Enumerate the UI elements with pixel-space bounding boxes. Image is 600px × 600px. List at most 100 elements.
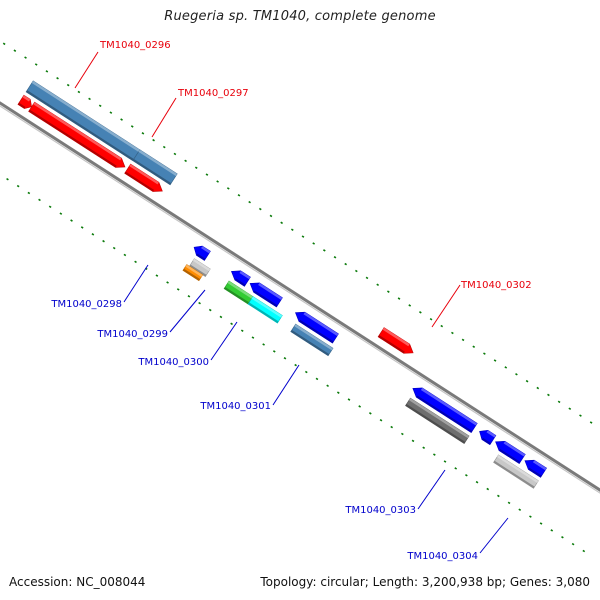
feature-shadow <box>528 467 542 478</box>
feature-darkgray-reverse-1[interactable] <box>405 397 470 444</box>
feature-highlight <box>532 460 547 471</box>
minor-tick <box>301 235 305 238</box>
feature-green-reverse-1[interactable] <box>223 280 254 305</box>
feature-orange-reverse-1[interactable] <box>182 264 204 282</box>
gene-label-tm1040_0299[interactable]: TM1040_0299 <box>96 289 206 340</box>
minor-tick <box>354 269 358 273</box>
minor-tick <box>216 180 219 183</box>
feature-highlight <box>258 282 283 300</box>
feature-shadow <box>416 395 473 433</box>
feature-blue-reverse-5[interactable] <box>412 387 478 434</box>
minor-tick <box>536 386 540 390</box>
feature-shadow <box>248 302 279 324</box>
minor-tick <box>112 246 116 250</box>
minor-tick <box>422 446 426 450</box>
feature-shadow <box>196 253 206 261</box>
backbone-line <box>0 101 600 492</box>
minor-tick <box>34 63 38 66</box>
minor-tick <box>162 145 166 149</box>
gene-label-tm1040_0300[interactable]: TM1040_0300 <box>137 321 238 368</box>
minor-tick <box>184 159 187 163</box>
minor-tick <box>38 198 41 202</box>
minor-tick <box>493 359 497 362</box>
gene-label-tm1040_0298[interactable]: TM1040_0298 <box>50 264 149 310</box>
minor-tick <box>280 221 284 225</box>
minor-tick <box>333 255 337 259</box>
feature-highlight <box>303 312 339 336</box>
feature-gray-reverse-1[interactable] <box>188 258 211 277</box>
feature-blue-reverse-2[interactable] <box>231 270 251 287</box>
gene-label-text[interactable]: TM1040_0298 <box>50 299 122 310</box>
minor-tick <box>219 315 223 319</box>
gene-label-tm1040_0301[interactable]: TM1040_0301 <box>199 364 300 412</box>
minor-tick <box>294 363 297 367</box>
feature-blue-reverse-8[interactable] <box>524 459 547 478</box>
minor-tick <box>24 56 27 59</box>
feature-highlight <box>409 398 470 439</box>
minor-tick <box>429 317 433 321</box>
feature-highlight <box>31 80 140 152</box>
feature-steelblue-forward-2[interactable] <box>132 149 178 186</box>
minor-tick <box>344 262 348 266</box>
gene-label-text[interactable]: TM1040_0297 <box>177 88 249 99</box>
gene-label-text[interactable]: TM1040_0303 <box>344 505 416 516</box>
leader-line <box>123 264 149 303</box>
feature-highlight <box>486 430 496 438</box>
gene-label-text[interactable]: TM1040_0302 <box>460 280 532 291</box>
minor-tick <box>208 308 212 312</box>
feature-highlight <box>138 149 178 176</box>
feature-shadow <box>26 90 134 161</box>
feature-blue-reverse-4[interactable] <box>295 311 339 344</box>
gene-label-tm1040_0296[interactable]: TM1040_0296 <box>74 40 171 89</box>
minor-tick <box>336 391 340 394</box>
gene-label-text[interactable]: TM1040_0299 <box>96 329 168 340</box>
feature-steelblue-reverse-1[interactable] <box>290 323 334 357</box>
feature-red-forward-2[interactable] <box>28 101 126 168</box>
minor-tick <box>66 83 70 87</box>
feature-blue-reverse-3[interactable] <box>249 282 283 308</box>
leader-line <box>272 364 300 406</box>
feature-blue-reverse-6[interactable] <box>479 429 497 446</box>
gene-label-text[interactable]: TM1040_0304 <box>406 551 478 562</box>
feature-blue-reverse-7[interactable] <box>495 440 526 465</box>
minor-tick <box>529 515 532 518</box>
feature-red-forward-1[interactable] <box>17 94 32 109</box>
gene-label-tm1040_0304[interactable]: TM1040_0304 <box>406 517 509 562</box>
feature-cyan-reverse-1[interactable] <box>247 296 283 324</box>
gene-label-tm1040_0303[interactable]: TM1040_0303 <box>344 469 446 516</box>
minor-tick <box>486 487 490 491</box>
feature-red-forward-3[interactable] <box>124 163 163 192</box>
gene-label-text[interactable]: TM1040_0301 <box>199 401 271 412</box>
minor-tick <box>400 432 404 436</box>
minor-tick <box>88 97 91 101</box>
leader-line <box>151 97 177 138</box>
minor-tick <box>109 111 113 114</box>
minor-tick <box>173 152 177 156</box>
feature-lightgray-reverse-1[interactable] <box>493 454 539 489</box>
feature-highlight <box>251 296 283 318</box>
feature-shadow <box>481 437 492 445</box>
feature-shadow <box>17 102 26 109</box>
minor-tick <box>454 467 458 470</box>
gene-label-tm1040_0302[interactable]: TM1040_0302 <box>431 280 532 328</box>
minor-tick <box>155 274 159 277</box>
minor-tick <box>518 508 522 511</box>
leader-line <box>417 469 446 510</box>
gene-label-tm1040_0297[interactable]: TM1040_0297 <box>151 88 249 138</box>
minor-tick <box>390 425 394 429</box>
minor-tick <box>2 42 6 46</box>
gene-label-text[interactable]: TM1040_0300 <box>137 357 209 368</box>
minor-tick <box>497 494 500 498</box>
feature-red-forward-4[interactable] <box>377 327 414 354</box>
feature-shadow <box>253 290 278 307</box>
minor-tick <box>465 474 468 477</box>
minor-tick <box>240 329 244 332</box>
genome-stats-text: Topology: circular; Length: 3,200,938 bp… <box>260 575 590 589</box>
minor-tick <box>304 370 308 374</box>
feature-steelblue-forward-1[interactable] <box>25 80 141 162</box>
gene-label-text[interactable]: TM1040_0296 <box>99 40 171 51</box>
minor-tick <box>123 253 127 257</box>
feature-blue-reverse-1[interactable] <box>193 245 211 261</box>
minor-tick <box>483 352 486 355</box>
